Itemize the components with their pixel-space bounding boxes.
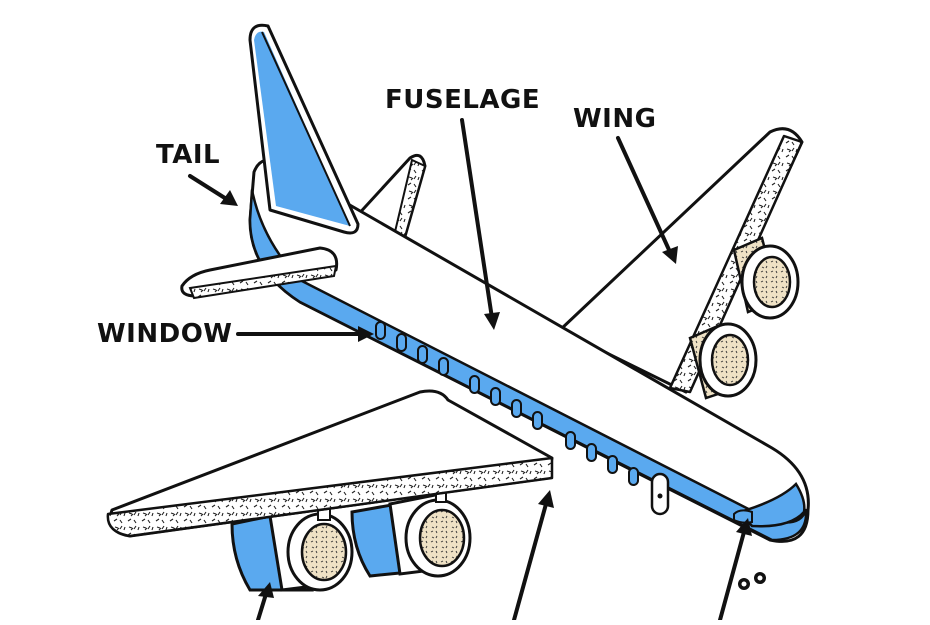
tail-arrow — [188, 174, 238, 206]
left-engine-inner — [350, 492, 472, 578]
window-arrow — [236, 326, 374, 342]
wing-label: WING — [573, 104, 657, 134]
left-engine-outer — [230, 502, 354, 592]
wing-arrow — [616, 136, 678, 264]
fuselage-label: FUSELAGE — [385, 85, 541, 115]
engine-arrow — [256, 582, 274, 622]
left-stabilizer — [180, 246, 339, 300]
window-label: WINDOW — [97, 319, 233, 349]
pointer-arrows — [188, 118, 752, 622]
landing-gear-arrow — [512, 490, 554, 622]
tail-label: TAIL — [156, 140, 221, 170]
tail-fin — [248, 23, 360, 235]
left-wing — [106, 389, 554, 538]
fuselage-arrow — [460, 118, 500, 330]
window-row — [375, 321, 639, 486]
right-engine-upper — [732, 236, 800, 320]
nose-arrow — [718, 518, 752, 622]
nose-landing-gear — [738, 572, 766, 590]
right-engine-lower — [688, 322, 758, 400]
